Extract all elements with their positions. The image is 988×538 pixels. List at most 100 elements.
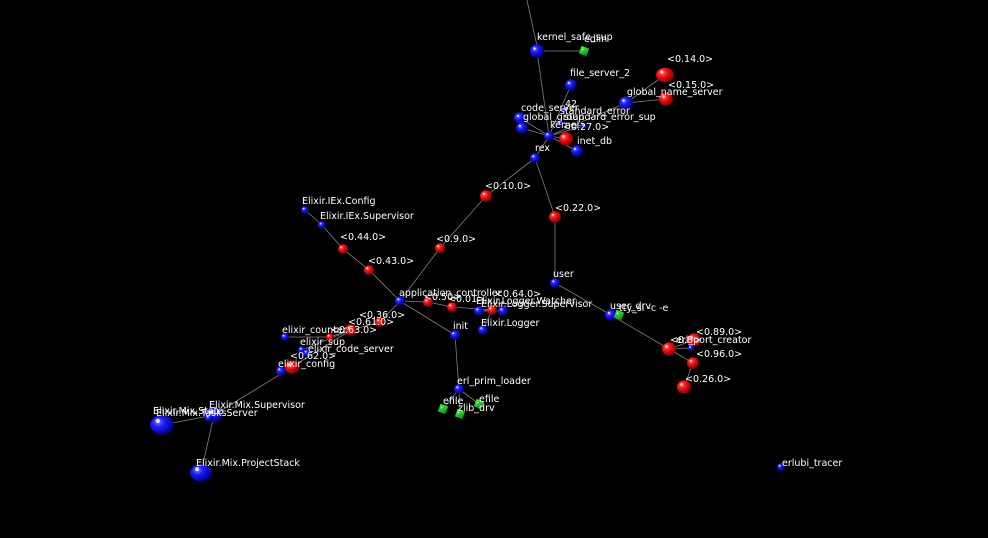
- port-sphere-p44[interactable]: [338, 244, 348, 254]
- process-sphere-logger[interactable]: [478, 325, 488, 335]
- port-sphere-p43[interactable]: [364, 265, 374, 275]
- node-label-p26: <0.26.0>: [685, 374, 731, 385]
- node-highlight-efile1: [440, 406, 443, 409]
- node-highlight-standard_error_sup: [582, 124, 584, 126]
- port-sphere-p89[interactable]: [687, 333, 701, 347]
- process-sphere-kernel[interactable]: [544, 131, 554, 141]
- node-label-rex: rex: [535, 143, 550, 154]
- port-sphere-p61[interactable]: [345, 324, 357, 336]
- edge-standard_error_sup-kernel: [548, 125, 585, 137]
- node-label-logger_watcher: Elixir.Logger.Watcher: [476, 296, 576, 307]
- process-sphere-erl_prim_loader[interactable]: [454, 384, 464, 394]
- driver-cube-efile1[interactable]: [437, 403, 449, 415]
- driver-cube-zlib_drv[interactable]: [454, 408, 466, 420]
- edge-global_name_server-kernel: [548, 102, 627, 137]
- node-label-p_hidden: <0.8>: [670, 335, 701, 346]
- port-sphere-p36[interactable]: [375, 317, 385, 327]
- node-label-elixir_code_server: elixir_code_server: [308, 344, 394, 355]
- node-label-mix_supervisor: Elixir.Mix.Supervisor: [209, 400, 305, 411]
- node-highlight-p27: [562, 135, 565, 138]
- node-label-tty_sl: tty_sl -c -e: [619, 303, 669, 314]
- node-highlight-p61: [347, 326, 350, 329]
- node-label-elixir_counter: elixir_counter: [282, 325, 347, 336]
- edge-p22-rex: [534, 157, 556, 218]
- process-sphere-logger_watcher[interactable]: [474, 306, 484, 316]
- node-label-mix_tasks_server: Elixir.Mix.TasksServer: [156, 408, 258, 419]
- port-sphere-p50[interactable]: [423, 297, 433, 307]
- port-sphere-p96[interactable]: [687, 357, 699, 369]
- process-sphere-application_controller[interactable]: [395, 296, 405, 306]
- port-sphere-p_hidden[interactable]: [662, 342, 676, 356]
- node-highlight-p26: [680, 383, 683, 386]
- node-highlight-inet_db: [573, 147, 576, 150]
- port-sphere-p27[interactable]: [559, 132, 573, 146]
- node-highlight-efile2: [476, 401, 479, 404]
- node-highlight-zlib_drv: [457, 411, 460, 414]
- node-label-efile2: efile: [479, 394, 499, 405]
- node-label-p43: <0.43.0>: [368, 256, 414, 267]
- node-label-mix_state: Elixir.Mix.State: [153, 406, 223, 417]
- node-highlight-logger_watcher: [476, 308, 479, 311]
- port-sphere-p10[interactable]: [480, 190, 492, 202]
- port-sphere-p22[interactable]: [549, 211, 561, 223]
- node-label-p50: <0.50>: [424, 292, 461, 303]
- node-highlight-n42: [563, 108, 565, 110]
- node-highlight-logger_supervisor: [500, 308, 503, 311]
- node-highlight-user_drv: [607, 311, 610, 314]
- process-sphere-init[interactable]: [450, 330, 460, 340]
- process-sphere-elixir_config[interactable]: [276, 366, 286, 376]
- graph-nodes: [150, 44, 785, 482]
- port-sphere-p15[interactable]: [659, 92, 673, 106]
- edge-standard_error-standard_error_sup: [559, 122, 585, 127]
- driver-cube-edlin[interactable]: [578, 45, 590, 57]
- process-sphere-iex_config[interactable]: [301, 206, 309, 214]
- node-highlight-iex_supervisor: [319, 222, 322, 225]
- node-highlight-p43: [366, 267, 369, 270]
- process-sphere-code_server[interactable]: [514, 112, 526, 124]
- node-label-iex_config: Elixir.IEx.Config: [302, 196, 376, 207]
- process-sphere-user_drv[interactable]: [605, 309, 617, 321]
- node-label-port_creator: erl_port_creator: [676, 335, 751, 346]
- process-sphere-rex[interactable]: [530, 153, 540, 163]
- node-label-kernel_safe_sup: kernel_safe_sup: [537, 32, 613, 43]
- node-label-global_name_server: global_name_server: [627, 87, 723, 98]
- node-highlight-elixir_code_server: [304, 350, 307, 353]
- process-sphere-file_server_2[interactable]: [565, 79, 577, 91]
- driver-cube-tty_sl[interactable]: [613, 309, 625, 321]
- node-highlight-erlubi_tracer: [778, 464, 781, 467]
- process-sphere-global_name_server[interactable]: [619, 96, 633, 110]
- node-highlight-user: [552, 280, 555, 283]
- node-label-global_group: global_group: [523, 112, 584, 123]
- edge-p10-p9: [439, 195, 487, 249]
- process-sphere-inet_db[interactable]: [571, 145, 583, 157]
- port-sphere-p62[interactable]: [285, 360, 299, 374]
- node-label-p96: <0.96.0>: [696, 349, 742, 360]
- port-sphere-p64[interactable]: [487, 305, 497, 315]
- process-sphere-iex_supervisor[interactable]: [318, 221, 326, 229]
- node-label-elixir_sup: elixir_sup: [300, 337, 345, 348]
- port-sphere-p01[interactable]: [447, 302, 457, 312]
- process-sphere-user[interactable]: [550, 278, 560, 288]
- node-highlight-global_group: [518, 124, 521, 127]
- port-sphere-p9[interactable]: [435, 243, 445, 253]
- process-sphere-global_group[interactable]: [516, 122, 528, 134]
- node-label-edlin: edlin: [584, 34, 607, 45]
- process-sphere-kernel_safe_sup[interactable]: [530, 44, 544, 58]
- edge-mix_supervisor-mix_project_stack: [200, 414, 215, 474]
- node-highlight-mix_state: [155, 418, 160, 423]
- node-highlight-p50: [425, 299, 428, 302]
- node-label-user: user: [553, 269, 574, 280]
- port-sphere-p26[interactable]: [677, 380, 691, 394]
- process-sphere-logger_supervisor[interactable]: [498, 306, 508, 316]
- node-label-p61: <0.61.0>: [348, 317, 394, 328]
- edge-application_controller-init: [399, 300, 456, 336]
- node-highlight-p96: [689, 359, 692, 362]
- node-highlight-elixir_counter: [282, 334, 285, 337]
- node-highlight-init: [452, 332, 455, 335]
- edge-p9-application_controller: [399, 247, 441, 302]
- node-highlight-p44: [340, 246, 343, 249]
- driver-cube-efile2[interactable]: [473, 398, 485, 410]
- process-sphere-port_creator[interactable]: [688, 345, 694, 351]
- edge-user_drv-p_hidden: [610, 314, 670, 350]
